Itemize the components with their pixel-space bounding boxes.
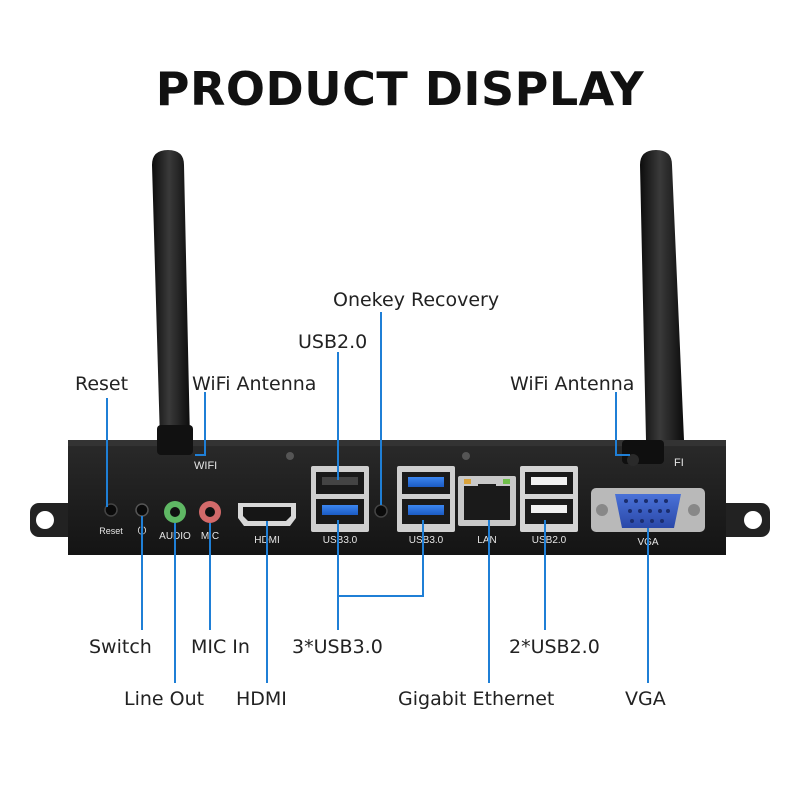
leader-wifi-right: [615, 392, 630, 456]
callout-reset: Reset: [75, 373, 129, 395]
usb3-port-stack-a: [311, 466, 369, 532]
callout-mic-in: MIC In: [191, 636, 250, 658]
callout-usb3-group: 3*USB3.0: [292, 636, 383, 658]
leader-lines: [106, 312, 649, 683]
callout-hdmi: HDMI: [236, 688, 287, 710]
callout-wifi-antenna-right: WiFi Antenna: [510, 373, 635, 395]
vga-port: [591, 488, 705, 532]
hdmi-port: [238, 503, 296, 526]
callout-usb2-top: USB2.0: [298, 331, 368, 353]
callout-usb2-group: 2*USB2.0: [509, 636, 600, 658]
page-title: PRODUCT DISPLAY: [155, 62, 645, 116]
panel-mark-wifi-right: FI: [674, 457, 684, 469]
wifi-antenna-right: [622, 150, 684, 466]
lan-port: [458, 476, 516, 526]
onekey-recovery-button: [374, 504, 388, 518]
mic-jack: [199, 501, 221, 523]
callout-switch: Switch: [89, 636, 152, 658]
audio-jack: [164, 501, 186, 523]
usb3-port-stack-b: [397, 466, 455, 532]
callout-line-out: Line Out: [124, 688, 205, 710]
panel-label-reset: Reset: [99, 526, 123, 536]
leader-usb3-bracket: [337, 520, 424, 597]
panel-label-usb3-a: USB3.0: [323, 535, 358, 546]
panel-label-usb2: USB2.0: [532, 535, 567, 546]
leader-wifi-left: [195, 392, 206, 456]
callout-vga: VGA: [625, 688, 666, 710]
callout-gigabit-ethernet: Gigabit Ethernet: [398, 688, 555, 710]
wifi-antenna-left: [152, 150, 193, 455]
panel-label-usb3-b: USB3.0: [409, 535, 444, 546]
panel-mark-wifi-left: WIFI: [194, 460, 217, 472]
power-switch: [135, 503, 149, 517]
callout-onekey-recovery: Onekey Recovery: [333, 289, 500, 311]
panel-label-lan: LAN: [477, 535, 496, 546]
callout-wifi-antenna-left: WiFi Antenna: [192, 373, 317, 395]
usb2-port-stack: [520, 466, 578, 532]
